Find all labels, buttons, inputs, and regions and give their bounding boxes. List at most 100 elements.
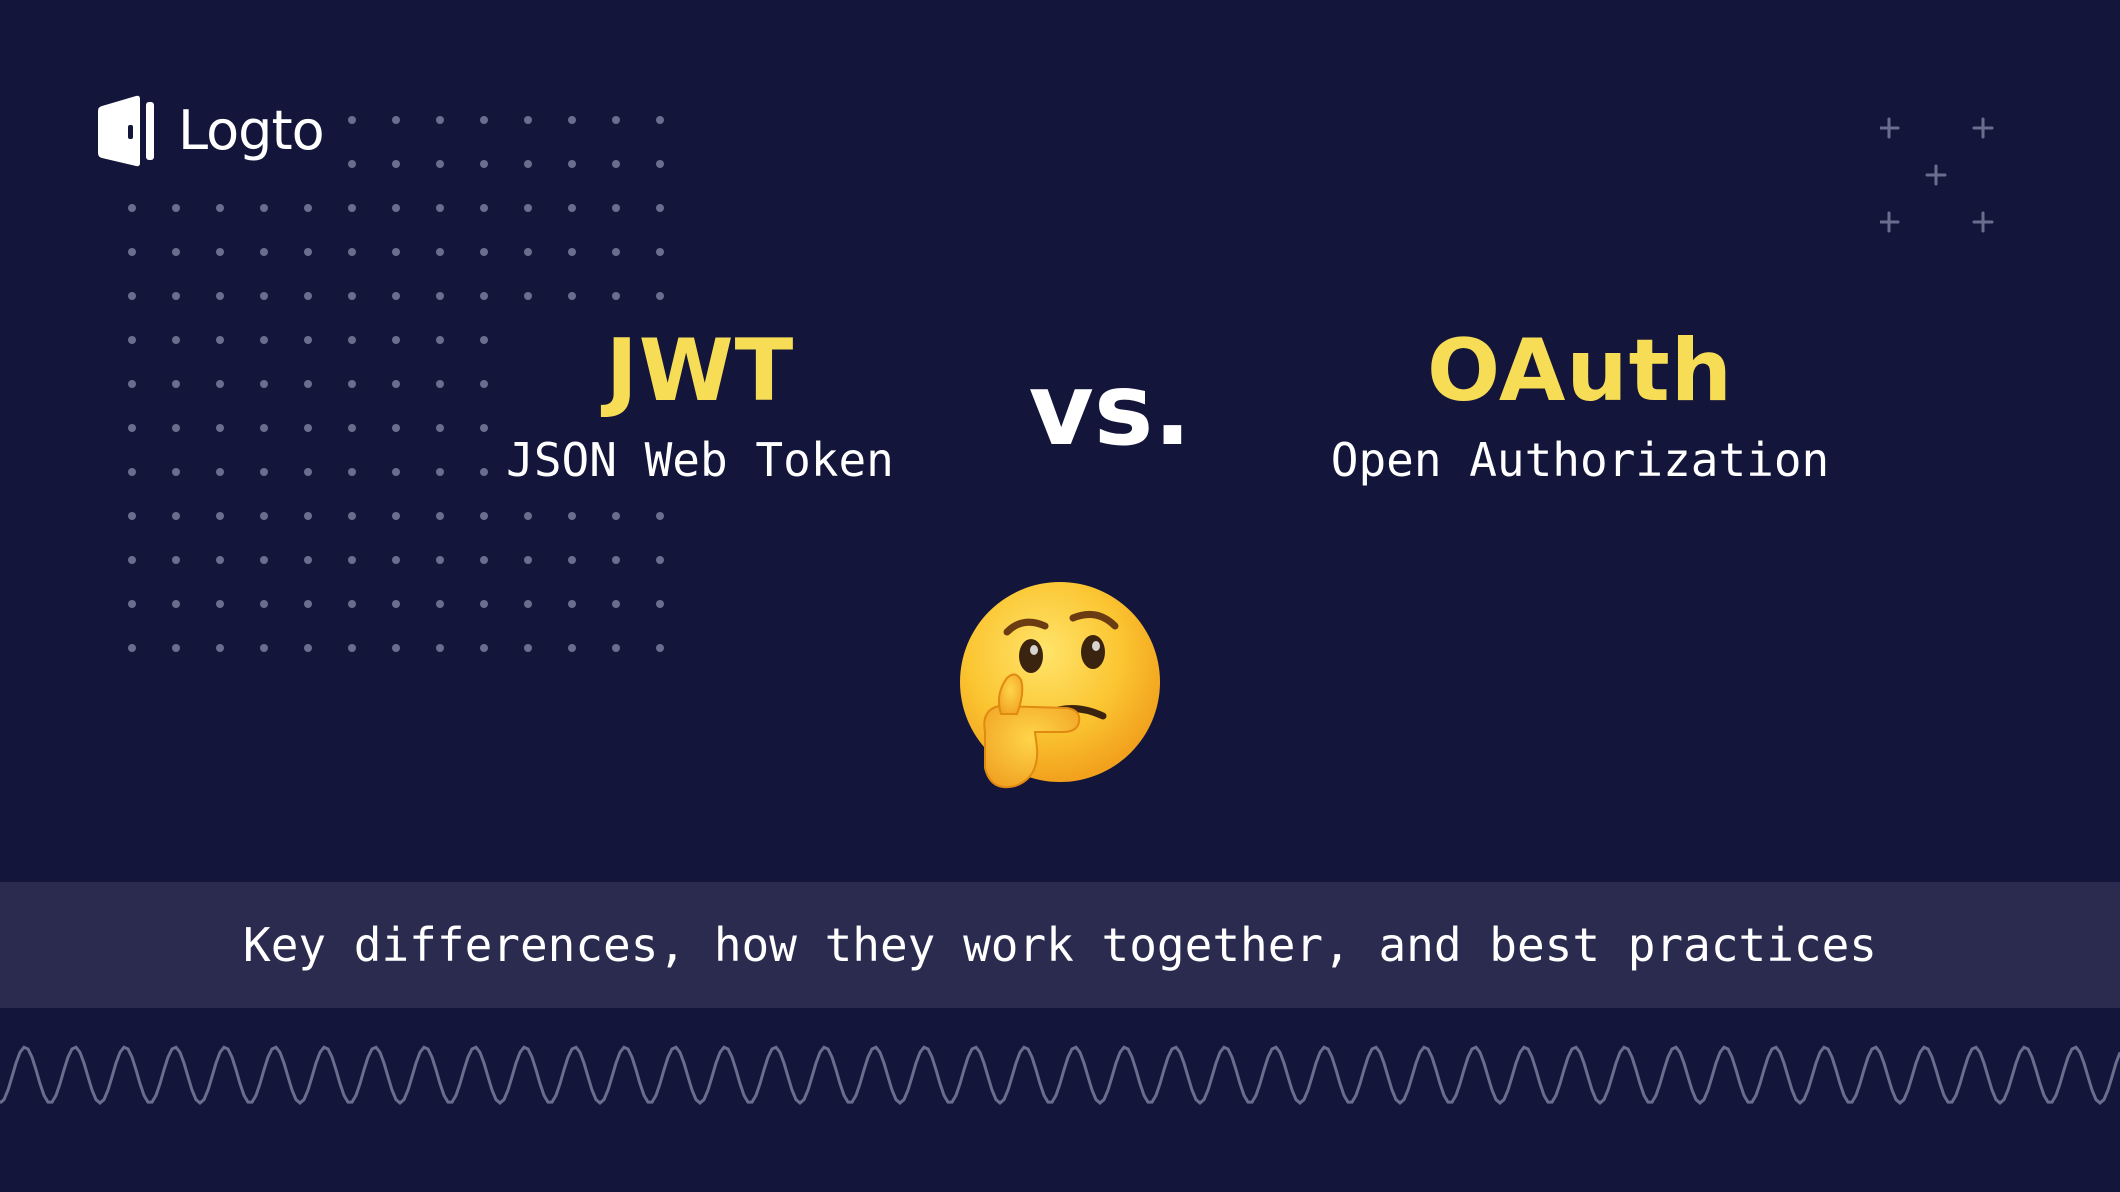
- grid-dot: [348, 644, 356, 652]
- grid-dot: [260, 644, 268, 652]
- grid-dot: [524, 556, 532, 564]
- grid-dot: [524, 248, 532, 256]
- grid-dot: [216, 600, 224, 608]
- grid-dot: [260, 248, 268, 256]
- grid-dot: [656, 292, 664, 300]
- grid-dot: [480, 556, 488, 564]
- grid-dot: [304, 336, 312, 344]
- grid-dot: [216, 204, 224, 212]
- grid-dot: [568, 248, 576, 256]
- grid-dot: [524, 644, 532, 652]
- grid-dot: [568, 600, 576, 608]
- grid-dot: [392, 424, 400, 432]
- grid-dot: [216, 424, 224, 432]
- grid-dot: [304, 248, 312, 256]
- grid-dot: [128, 512, 136, 520]
- grid-dot: [348, 116, 356, 124]
- grid-dot: [568, 204, 576, 212]
- grid-dot: [392, 160, 400, 168]
- grid-dot: [480, 292, 488, 300]
- grid-dot: [348, 292, 356, 300]
- grid-dot: [392, 644, 400, 652]
- grid-dot: [392, 248, 400, 256]
- grid-dot: [480, 512, 488, 520]
- grid-dot: [656, 116, 664, 124]
- grid-dot: [304, 468, 312, 476]
- grid-dot: [128, 600, 136, 608]
- grid-dot: [568, 556, 576, 564]
- grid-dot: [392, 468, 400, 476]
- grid-dot: [480, 644, 488, 652]
- grid-dot: [524, 116, 532, 124]
- grid-dot: [392, 600, 400, 608]
- grid-dot: [172, 600, 180, 608]
- grid-dot: [128, 556, 136, 564]
- grid-dot: [524, 512, 532, 520]
- grid-dot: [260, 380, 268, 388]
- grid-dot: [656, 204, 664, 212]
- grid-dot: [260, 336, 268, 344]
- grid-dot: [172, 468, 180, 476]
- grid-dot: [436, 204, 444, 212]
- grid-dot: [348, 512, 356, 520]
- grid-dot: [612, 644, 620, 652]
- grid-dot: [656, 644, 664, 652]
- grid-dot: [436, 600, 444, 608]
- wave-decoration: [0, 1045, 2120, 1105]
- grid-dot: [216, 380, 224, 388]
- grid-dot: [216, 644, 224, 652]
- grid-dot: [524, 160, 532, 168]
- grid-dot: [260, 424, 268, 432]
- grid-dot: [172, 248, 180, 256]
- grid-dot: [436, 292, 444, 300]
- grid-dot: [392, 556, 400, 564]
- logto-door-icon: [98, 95, 154, 167]
- grid-dot: [480, 468, 488, 476]
- grid-dot: [436, 556, 444, 564]
- grid-dot: [612, 512, 620, 520]
- logo: Logto: [98, 94, 325, 168]
- grid-dot: [480, 204, 488, 212]
- grid-dot: [348, 380, 356, 388]
- grid-dot: [656, 160, 664, 168]
- grid-dot: [216, 336, 224, 344]
- grid-dot: [348, 160, 356, 168]
- thinking-face-icon: [960, 582, 1160, 789]
- grid-dot: [216, 292, 224, 300]
- grid-dot: [612, 600, 620, 608]
- oauth-term: OAuth Open Authorization: [1280, 320, 1880, 490]
- grid-dot: [392, 380, 400, 388]
- grid-dot: [128, 336, 136, 344]
- grid-dot: [304, 380, 312, 388]
- grid-dot: [216, 248, 224, 256]
- logo-wordmark: Logto: [178, 99, 325, 162]
- grid-dot: [172, 556, 180, 564]
- grid-dot: [260, 204, 268, 212]
- grid-dot: [480, 160, 488, 168]
- grid-dot: [612, 556, 620, 564]
- jwt-full-name: JSON Web Token: [506, 433, 894, 487]
- grid-dot: [480, 248, 488, 256]
- grid-dot: [128, 644, 136, 652]
- grid-dot: [304, 424, 312, 432]
- grid-dot: [172, 336, 180, 344]
- grid-dot: [128, 380, 136, 388]
- grid-dot: [656, 512, 664, 520]
- jwt-title: JWT: [605, 321, 795, 421]
- grid-dot: [568, 160, 576, 168]
- grid-dot: [304, 644, 312, 652]
- grid-dot: [172, 292, 180, 300]
- grid-dot: [436, 380, 444, 388]
- grid-dot: [304, 600, 312, 608]
- grid-dot: [436, 160, 444, 168]
- tagline-text: Key differences, how they work together,…: [243, 918, 1877, 972]
- grid-dot: [260, 600, 268, 608]
- grid-dot: [172, 644, 180, 652]
- oauth-full-name: Open Authorization: [1330, 433, 1830, 487]
- grid-dot: [304, 556, 312, 564]
- grid-dot: [436, 248, 444, 256]
- grid-dot: [348, 336, 356, 344]
- grid-dot: [128, 248, 136, 256]
- grid-dot: [436, 424, 444, 432]
